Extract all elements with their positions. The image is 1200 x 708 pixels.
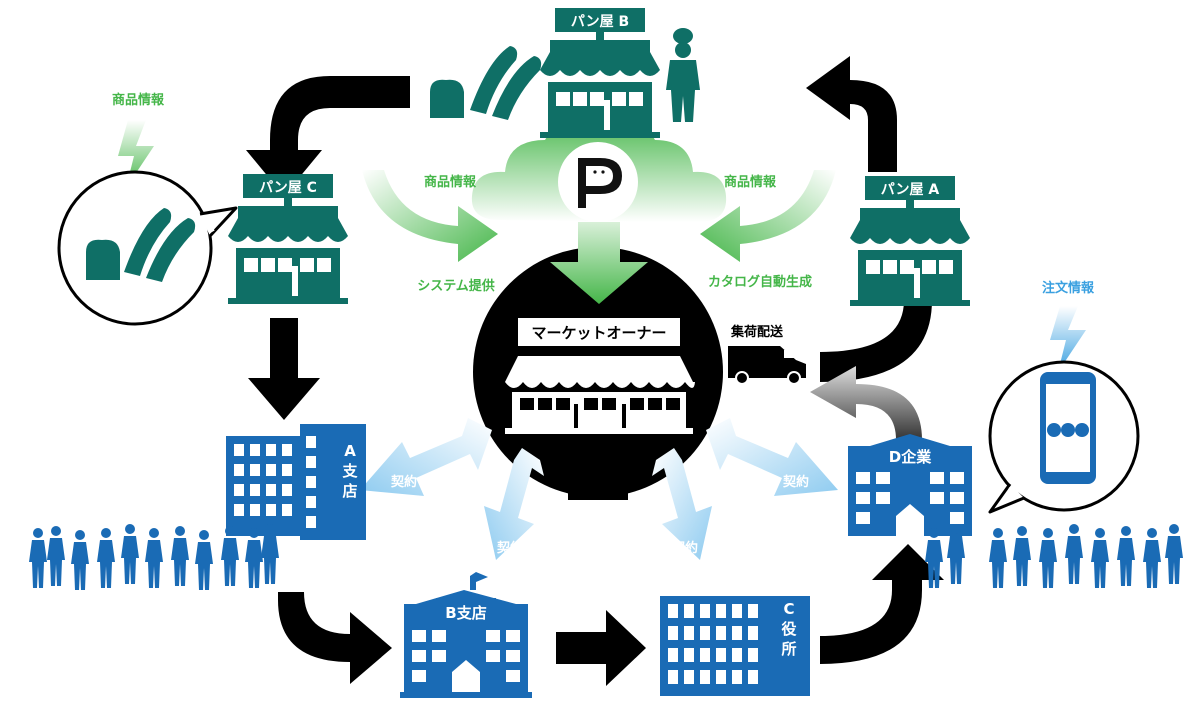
- market-owner-label: マーケットオーナー: [531, 324, 666, 342]
- contract-arrows: [360, 418, 838, 560]
- contract-arrow-b: [484, 448, 544, 560]
- product-info-bubble: 商品情報: [57, 92, 238, 326]
- order-info-bubble: 注文情報: [988, 280, 1140, 514]
- smartphone-icon: [1040, 372, 1096, 484]
- c-office-building: C 役 所: [660, 596, 810, 696]
- pickup-delivery-label: 集荷配送: [730, 324, 784, 340]
- arrow-cloud-to-market: [550, 222, 648, 304]
- system-provision-label: システム提供: [417, 278, 495, 294]
- arrow-coffice-to-dcompany: [820, 544, 944, 664]
- bread-icon: [86, 208, 196, 282]
- c-office-label-2: 役: [781, 620, 796, 638]
- contract-label-a: 契約: [390, 474, 417, 490]
- contract-label-c: 契約: [671, 540, 698, 556]
- contract-arrow-d: [706, 418, 838, 496]
- a-branch-label-1: A: [344, 442, 356, 460]
- c-office-label-3: 所: [781, 640, 796, 658]
- a-branch-building: A 支 店: [226, 424, 366, 540]
- platform-logo: [558, 142, 638, 222]
- p-logo-icon: [578, 158, 622, 208]
- arrow-bbranch-to-coffice: [556, 610, 646, 686]
- arrow-abranch-to-bbranch: [278, 592, 392, 684]
- product-info-bubble-label: 商品情報: [112, 92, 165, 108]
- shop-c-sign: パン屋 C: [259, 180, 317, 196]
- shop-b-sign: パン屋 B: [571, 14, 629, 30]
- product-info-left-label: 商品情報: [424, 174, 477, 190]
- c-office-label-1: C: [783, 600, 794, 618]
- contract-arrow-a: [360, 418, 492, 496]
- flow-arrows: [246, 56, 954, 686]
- b-branch-building: B支店: [400, 572, 532, 698]
- arrow-dcompany-to-truck: [810, 366, 922, 440]
- arrow-left-product-info: [362, 170, 498, 262]
- shop-b: パン屋 B: [430, 8, 700, 138]
- a-branch-label-3: 店: [342, 482, 357, 500]
- product-info-right-label: 商品情報: [724, 174, 777, 190]
- d-company-building: D企業: [848, 434, 972, 536]
- platform-cloud: [471, 113, 727, 222]
- contract-arrow-c: [652, 448, 712, 560]
- arrow-right-product-info: [700, 170, 836, 262]
- b-branch-label: B支店: [445, 604, 486, 622]
- delivery-truck: 集荷配送: [728, 324, 806, 385]
- arrow-b-to-c: [246, 76, 410, 196]
- lightning-icon: [1050, 306, 1086, 372]
- shop-a: パン屋 A: [850, 176, 970, 306]
- arrow-a-to-b: [806, 56, 897, 172]
- bread-icon: [430, 46, 542, 120]
- market-owner-hub: マーケットオーナー: [473, 247, 723, 500]
- shop-c: パン屋 C: [228, 174, 348, 304]
- arrow-c-to-a-branch: [248, 318, 320, 420]
- shop-a-sign: パン屋 A: [881, 182, 940, 198]
- lightning-icon: [118, 120, 154, 188]
- contract-label-b: 契約: [496, 540, 523, 556]
- baker-icon: [666, 28, 700, 122]
- order-info-label: 注文情報: [1042, 280, 1095, 296]
- contract-label-d: 契約: [782, 474, 809, 490]
- a-branch-label-2: 支: [341, 462, 358, 480]
- d-company-label: D企業: [889, 448, 932, 466]
- catalog-auto-label: カタログ自動生成: [708, 274, 812, 290]
